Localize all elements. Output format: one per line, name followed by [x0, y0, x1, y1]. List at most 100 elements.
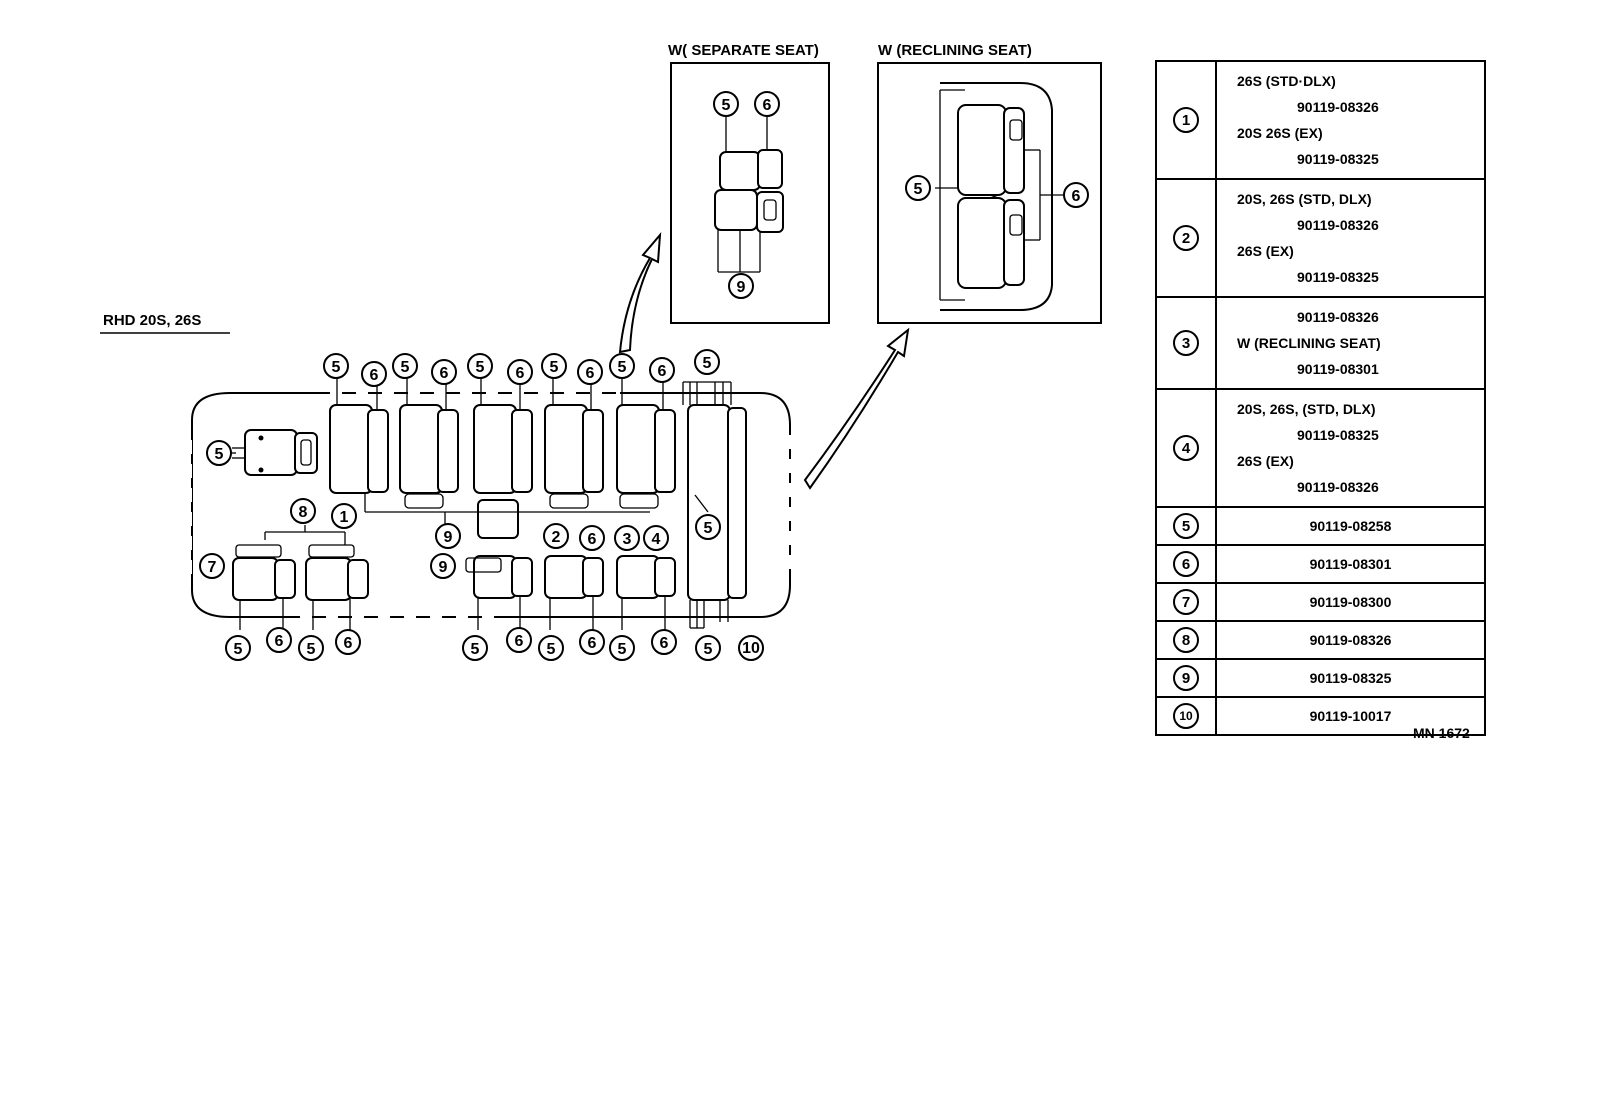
callout-9: 9	[435, 523, 461, 549]
main-title: RHD 20S, 26S	[103, 312, 201, 329]
svg-text:6: 6	[763, 97, 772, 114]
svg-text:6: 6	[588, 635, 597, 652]
callout-9: 9	[728, 273, 754, 299]
svg-text:5: 5	[550, 359, 559, 376]
row-part-number: 90119-08325	[1215, 658, 1486, 698]
callout-5: 5	[323, 353, 349, 379]
svg-text:8: 8	[299, 504, 308, 521]
svg-text:5: 5	[618, 641, 627, 658]
callout-6: 6	[335, 629, 361, 655]
callout-5: 5	[541, 353, 567, 379]
row-number: 2	[1155, 178, 1217, 298]
inset-separate-seat: 5 6 9	[670, 62, 830, 324]
callout-1: 1	[331, 503, 357, 529]
row-number: 3	[1155, 296, 1217, 390]
callout-6: 6	[754, 91, 780, 117]
table-row: 5 90119-08258	[1155, 506, 1486, 546]
inset-reclining-seat: 5 6	[877, 62, 1102, 324]
callout-5: 5	[609, 353, 635, 379]
table-row: 8 90119-08326	[1155, 620, 1486, 660]
svg-text:5: 5	[914, 181, 923, 198]
svg-text:5: 5	[618, 359, 627, 376]
svg-text:7: 7	[208, 559, 217, 576]
seat-row-top	[329, 404, 676, 539]
arrow-to-reclining-inset	[803, 327, 910, 490]
callout-3: 3	[614, 525, 640, 551]
row-part-number: 90119-08258	[1215, 506, 1486, 546]
svg-text:6: 6	[588, 531, 597, 548]
svg-text:5: 5	[215, 446, 224, 463]
row-number: 7	[1155, 582, 1217, 622]
callout-8: 8	[290, 498, 316, 524]
callout-4: 4	[643, 525, 669, 551]
row-number: 10	[1155, 696, 1217, 736]
svg-text:10: 10	[742, 640, 760, 657]
callout-5: 5	[695, 514, 721, 540]
callout-5: 5	[467, 353, 493, 379]
row-number: 9	[1155, 658, 1217, 698]
svg-text:5: 5	[476, 359, 485, 376]
svg-text:5: 5	[704, 520, 713, 537]
svg-text:3: 3	[623, 531, 632, 548]
row-number: 5	[1155, 506, 1217, 546]
callout-6: 6	[361, 361, 387, 387]
callout-5: 5	[225, 635, 251, 661]
svg-text:5: 5	[722, 97, 731, 114]
row-description: 26S (STD·DLX) 90119-08326 20S 26S (EX) 9…	[1215, 60, 1486, 180]
driver-seat	[232, 429, 318, 476]
vehicle-outline	[188, 391, 792, 619]
svg-text:6: 6	[1072, 188, 1081, 205]
row-number: 4	[1155, 388, 1217, 508]
svg-text:6: 6	[515, 633, 524, 650]
callout-6: 6	[431, 359, 457, 385]
callout-6: 6	[507, 359, 533, 385]
callout-7: 7	[199, 553, 225, 579]
table-row: 3 90119-08326 W (RECLINING SEAT) 90119-0…	[1155, 296, 1486, 390]
callout-6: 6	[1063, 182, 1089, 208]
svg-text:6: 6	[344, 635, 353, 652]
svg-text:4: 4	[652, 531, 661, 548]
callout-5: 5	[713, 91, 739, 117]
table-row: 6 90119-08301	[1155, 544, 1486, 584]
svg-text:5: 5	[234, 641, 243, 658]
callout-5: 5	[538, 635, 564, 661]
callout-5: 5	[695, 635, 721, 661]
callout-5: 5	[905, 175, 931, 201]
callout-5: 5	[694, 349, 720, 375]
inset-reclining-title: W (RECLINING SEAT)	[878, 42, 1032, 59]
svg-text:6: 6	[440, 365, 449, 382]
row-number: 1	[1155, 60, 1217, 180]
drawing-code: MN 1672	[1413, 725, 1470, 741]
callout-6: 6	[579, 525, 605, 551]
svg-text:6: 6	[370, 367, 379, 384]
svg-text:5: 5	[547, 641, 556, 658]
callout-9: 9	[430, 553, 456, 579]
table-row: 9 90119-08325	[1155, 658, 1486, 698]
row-part-number: 90119-08300	[1215, 582, 1486, 622]
svg-text:9: 9	[439, 559, 448, 576]
svg-text:6: 6	[660, 635, 669, 652]
table-row: 4 20S, 26S, (STD, DLX) 90119-08325 26S (…	[1155, 388, 1486, 508]
svg-text:5: 5	[471, 641, 480, 658]
table-row: 2 20S, 26S (STD, DLX) 90119-08326 26S (E…	[1155, 178, 1486, 298]
callout-5: 5	[298, 635, 324, 661]
inset-separate-title: W( SEPARATE SEAT)	[668, 42, 819, 59]
parts-table: 1 26S (STD·DLX) 90119-08326 20S 26S (EX)…	[1155, 60, 1486, 736]
seat-row-bottom	[232, 525, 676, 630]
row-description: 90119-08326 W (RECLINING SEAT) 90119-083…	[1215, 296, 1486, 390]
svg-text:1: 1	[340, 509, 349, 526]
row-description: 20S, 26S (STD, DLX) 90119-08326 26S (EX)…	[1215, 178, 1486, 298]
callout-6: 6	[649, 357, 675, 383]
callout-10: 10	[738, 635, 764, 661]
callout-2: 2	[543, 523, 569, 549]
table-row: 7 90119-08300	[1155, 582, 1486, 622]
svg-text:6: 6	[658, 363, 667, 380]
row-number: 8	[1155, 620, 1217, 660]
svg-text:5: 5	[332, 359, 341, 376]
svg-text:6: 6	[586, 365, 595, 382]
arrow-to-separate-inset	[618, 232, 662, 354]
svg-text:5: 5	[401, 359, 410, 376]
svg-text:5: 5	[704, 641, 713, 658]
svg-text:9: 9	[444, 529, 453, 546]
